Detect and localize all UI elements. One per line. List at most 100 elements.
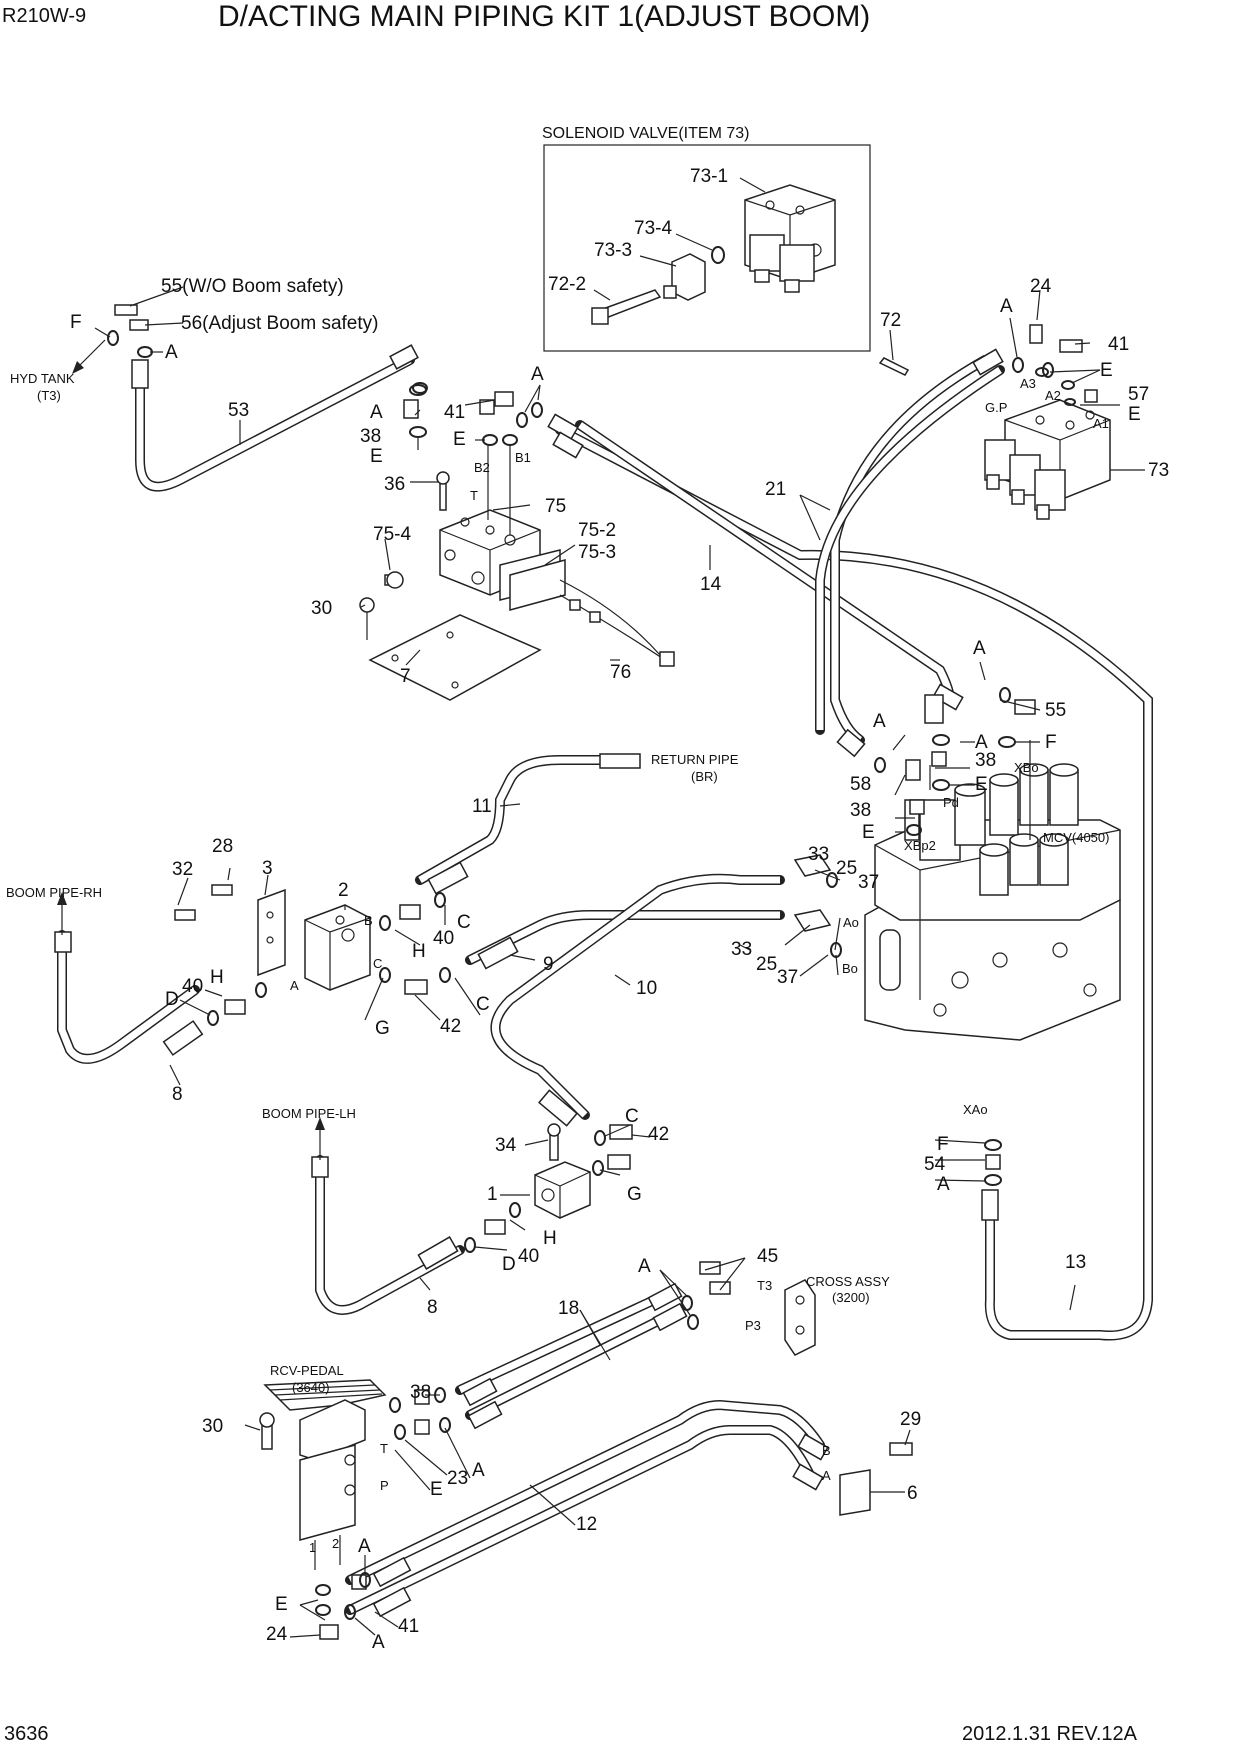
callout-a: A <box>358 1536 371 1557</box>
note-boom-pipe-rh: BOOM PIPE-RH <box>6 885 102 900</box>
page-number: 3636 <box>4 1723 49 1745</box>
callout-h: H <box>412 941 426 962</box>
callout-a: A <box>370 402 383 423</box>
callout-73-4: 73-4 <box>634 218 672 239</box>
callout-73-1: 73-1 <box>690 166 728 187</box>
callout-28: 28 <box>212 836 233 857</box>
callout-2: 2 <box>338 880 349 901</box>
callout-29: 29 <box>900 1409 921 1430</box>
callout-1: 1 <box>487 1184 498 1205</box>
callout-30: 30 <box>311 598 332 619</box>
callout-30: 30 <box>202 1416 223 1437</box>
port-rcv-2: 2 <box>332 1536 339 1551</box>
note-mcv: MCV(4050) <box>1043 830 1109 845</box>
rcv-pedal <box>259 1379 387 1640</box>
callout-e: E <box>975 774 988 795</box>
callout-25: 25 <box>756 954 777 975</box>
port-ao: Ao <box>843 915 859 930</box>
callout-24: 24 <box>1030 276 1052 297</box>
pipe-holders <box>174 884 591 1219</box>
callout-41: 41 <box>1108 334 1129 355</box>
inset-title: SOLENOID VALVE(ITEM 73) <box>542 125 749 142</box>
port-a: A <box>290 978 299 993</box>
callout-a: A <box>472 1460 485 1481</box>
callout-a: A <box>372 1632 385 1653</box>
solenoid-valve-inset: SOLENOID VALVE(ITEM 73) 73-1 73-4 73-3 7… <box>542 125 871 352</box>
callout-40: 40 <box>518 1246 539 1267</box>
callout-38: 38 <box>410 1382 431 1403</box>
notes: 55(W/O Boom safety) 56(Adjust Boom safet… <box>6 276 1109 1395</box>
note-55: 55(W/O Boom safety) <box>161 276 344 297</box>
callout-76: 76 <box>610 662 631 683</box>
callout-21: 21 <box>765 479 786 500</box>
callout-13: 13 <box>1065 1252 1086 1273</box>
note-return-pipe-port: (BR) <box>691 769 718 784</box>
port-xbo: XBo <box>1014 760 1039 775</box>
callout-23: 23 <box>447 1468 468 1489</box>
callout-42: 42 <box>440 1016 461 1037</box>
callout-8: 8 <box>427 1297 438 1318</box>
callout-e: E <box>430 1479 443 1500</box>
callout-d: D <box>502 1254 516 1275</box>
callout-75-2: 75-2 <box>578 520 616 541</box>
callout-c: C <box>457 912 471 933</box>
model-code: R210W-9 <box>2 5 86 27</box>
callout-54: 54 <box>924 1154 946 1175</box>
callout-c: C <box>476 994 490 1015</box>
callout-g: G <box>627 1184 642 1205</box>
callout-6: 6 <box>907 1483 918 1504</box>
note-return-pipe: RETURN PIPE <box>651 752 739 767</box>
note-rcv-pedal: RCV-PEDAL <box>270 1363 344 1378</box>
callout-24: 24 <box>266 1624 288 1645</box>
port-labels: B2 B1 T A3 A2 A1 G.P XBo Pd XBp2 Ao Bo X… <box>290 376 1109 1555</box>
callout-75-4: 75-4 <box>373 524 411 545</box>
port-t3: T3 <box>757 1278 772 1293</box>
callout-a: A <box>975 732 988 753</box>
callout-38: 38 <box>975 750 996 771</box>
callout-33: 33 <box>808 844 829 865</box>
port-c: C <box>373 956 382 971</box>
callout-e: E <box>453 429 466 450</box>
callout-38: 38 <box>850 800 871 821</box>
port-b2: B2 <box>474 460 490 475</box>
callouts: 55 F A 53 A 38 E 41 A E 36 75 75-4 75-2 … <box>70 276 1169 1653</box>
callout-40: 40 <box>433 928 454 949</box>
callout-37: 37 <box>777 967 798 988</box>
fittings-and-orings <box>107 304 1036 1620</box>
note-hyd-tank-port: (T3) <box>37 388 61 403</box>
note-cross-assy: CROSS ASSY <box>806 1274 890 1289</box>
callout-c: C <box>625 1106 639 1127</box>
callout-e: E <box>862 822 875 843</box>
callout-10: 10 <box>636 978 657 999</box>
flow-arrows <box>57 339 325 1160</box>
port-6-b: B <box>822 1443 831 1458</box>
leader-lines <box>94 286 1145 1638</box>
cross-assy <box>699 1261 913 1516</box>
callout-33: 33 <box>731 939 752 960</box>
callout-18: 18 <box>558 1298 579 1319</box>
callout-e: E <box>275 1594 288 1615</box>
port-rcv-p: P <box>380 1478 389 1493</box>
callout-73: 73 <box>1148 460 1169 481</box>
note-hyd-tank: HYD TANK <box>10 371 75 386</box>
callout-h: H <box>543 1228 557 1249</box>
callout-34: 34 <box>495 1135 517 1156</box>
port-b: B <box>364 913 373 928</box>
callout-e: E <box>1128 404 1141 425</box>
callout-f: F <box>1045 732 1057 753</box>
callout-36: 36 <box>384 474 405 495</box>
port-a2: A2 <box>1045 388 1061 403</box>
port-xao: XAo <box>963 1102 988 1117</box>
callout-45: 45 <box>757 1246 778 1267</box>
solenoid-valve-73 <box>878 324 1111 520</box>
hose-fittings <box>54 344 1004 1618</box>
callout-a: A <box>1000 296 1013 317</box>
callout-38: 38 <box>360 426 381 447</box>
callout-58: 58 <box>850 774 871 795</box>
note-boom-pipe-lh: BOOM PIPE-LH <box>262 1106 356 1121</box>
callout-57: 57 <box>1128 384 1149 405</box>
callout-73-3: 73-3 <box>594 240 632 261</box>
callout-h: H <box>210 967 224 988</box>
callout-e: E <box>1100 360 1113 381</box>
callout-14: 14 <box>700 574 722 595</box>
